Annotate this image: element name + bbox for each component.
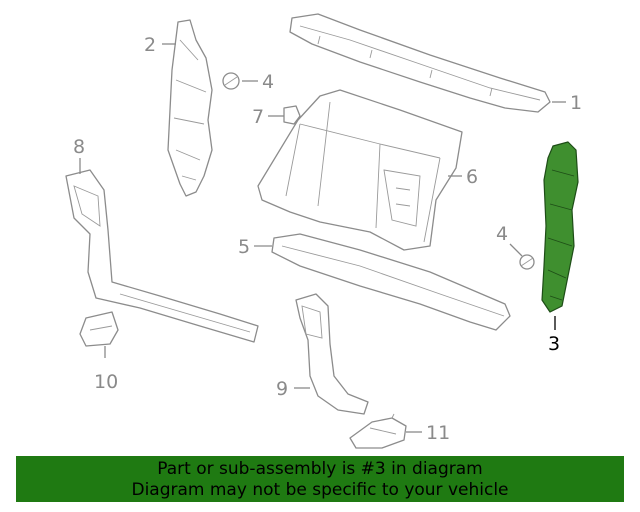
parts-diagram: 1 2 4 7 6 5 4 3	[65, 13, 582, 449]
banner-line-2: Diagram may not be specific to your vehi…	[131, 480, 509, 500]
part-8-left-bracket	[65, 169, 259, 343]
callout-6: 6	[466, 166, 478, 188]
info-banner: Part or sub-assembly is #3 in diagram Di…	[16, 456, 624, 502]
banner-line-1: Part or sub-assembly is #3 in diagram	[157, 459, 483, 479]
part-10-clip	[79, 311, 119, 347]
leader-4b	[509, 243, 523, 257]
part-3-right-deflector	[541, 141, 579, 313]
part-1-upper-tie-bar	[289, 13, 551, 113]
part-4-push-pin-upper	[222, 72, 240, 90]
callout-7: 7	[252, 106, 264, 128]
callout-9: 9	[276, 378, 288, 400]
part-4-push-pin-lower	[519, 254, 535, 270]
part-11-mount	[349, 413, 407, 449]
part-5-lower-tie-bar	[271, 233, 511, 331]
part-6-shroud	[257, 89, 463, 251]
part-9-right-bracket	[295, 293, 369, 415]
part-2-left-deflector	[167, 19, 213, 197]
callout-1: 1	[570, 92, 582, 114]
callout-8: 8	[73, 136, 85, 158]
callout-3: 3	[548, 333, 560, 355]
part-7-fastener	[283, 105, 301, 125]
callout-5: 5	[238, 236, 250, 258]
callout-2: 2	[144, 34, 156, 56]
callout-11: 11	[426, 422, 450, 444]
callout-4a: 4	[262, 71, 274, 93]
callout-10: 10	[94, 371, 118, 393]
callout-4b: 4	[496, 223, 508, 245]
